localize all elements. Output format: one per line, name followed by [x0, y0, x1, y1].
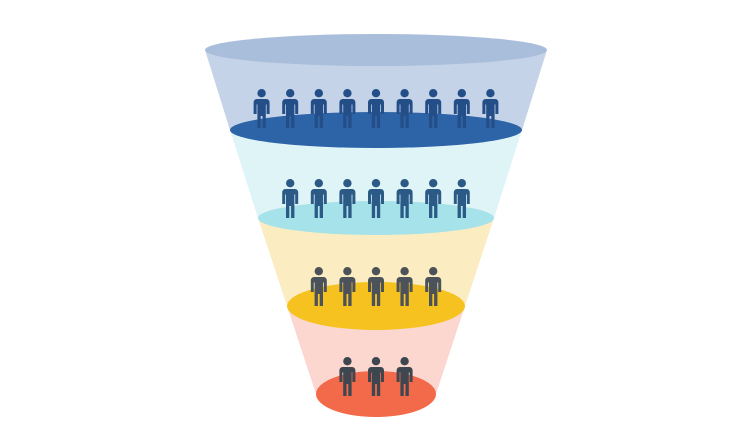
person-icon	[253, 89, 270, 128]
person-icon	[453, 179, 470, 218]
person-icon	[425, 179, 442, 218]
stage-1-people	[253, 89, 499, 128]
person-icon	[282, 179, 299, 218]
person-icon	[339, 267, 356, 306]
funnel-stage-3-ellipse	[287, 282, 465, 330]
person-icon	[396, 179, 413, 218]
stage-2-people	[282, 179, 470, 218]
stage-4-people	[339, 357, 413, 396]
person-icon	[339, 179, 356, 218]
funnel-people	[253, 89, 499, 396]
person-icon	[310, 89, 327, 128]
person-icon	[339, 89, 356, 128]
person-icon	[453, 89, 470, 128]
person-icon	[482, 89, 499, 128]
person-icon	[396, 357, 413, 396]
person-icon	[396, 267, 413, 306]
person-icon	[425, 267, 442, 306]
person-icon	[425, 89, 442, 128]
person-icon	[310, 179, 327, 218]
funnel-top-rim	[205, 34, 547, 66]
person-icon	[368, 89, 384, 128]
person-icon	[282, 89, 299, 128]
person-icon	[339, 357, 356, 396]
person-icon	[368, 357, 384, 396]
person-icon	[310, 267, 327, 306]
funnel-stage-1-ellipse	[230, 112, 522, 148]
person-icon	[368, 267, 384, 306]
stage-3-people	[310, 267, 442, 306]
person-icon	[368, 179, 384, 218]
person-icon	[396, 89, 413, 128]
